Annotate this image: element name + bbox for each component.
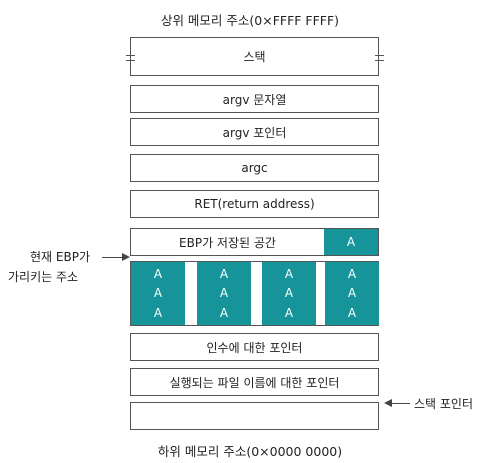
stack-label: 스택 [243, 50, 266, 64]
stack-pointer-label: 스택 포인터 [414, 397, 474, 411]
filename-pointer-label: 실행되는 파일 이름에 대한 포인터 [169, 375, 340, 390]
ebp-pointer-arrow-line [102, 257, 124, 258]
saved-ebp-label: EBP가 저장된 공간 [179, 235, 276, 250]
buffer-cell: A [219, 266, 229, 281]
return-address-label: RET(return address) [194, 197, 315, 211]
stack-right-tick [375, 55, 384, 61]
argv-string-label: argv 문자열 [222, 92, 287, 107]
stack-segment: 스택 [130, 37, 379, 76]
ebp-pointer-annotation: 현재 EBP가 가리키는 주소 [8, 247, 90, 287]
argc-label: argc [241, 161, 268, 175]
buffer-cell: A [347, 306, 357, 321]
bottom-empty-segment [130, 402, 379, 430]
argc-segment: argc [130, 154, 379, 182]
buffer-column: A A A [131, 262, 185, 325]
high-memory-address-label: 상위 메모리 주소(0×FFFF FFFF) [160, 13, 340, 28]
ebp-pointer-arrow-icon [122, 253, 130, 261]
saved-ebp-segment: EBP가 저장된 공간 A [130, 228, 379, 256]
filename-pointer-segment: 실행되는 파일 이름에 대한 포인터 [130, 368, 379, 396]
buffer-column: A A A [325, 262, 379, 325]
buffer-cell: A [153, 306, 163, 321]
saved-ebp-overwrite: A [324, 229, 378, 255]
args-pointer-segment: 인수에 대한 포인터 [130, 333, 379, 361]
buffer-column: A A A [197, 262, 251, 325]
stack-left-tick [126, 55, 135, 61]
return-address-segment: RET(return address) [130, 190, 379, 218]
args-pointer-label: 인수에 대한 포인터 [206, 340, 303, 355]
argv-pointer-label: argv 포인터 [222, 125, 287, 140]
ebp-pointer-line1: 현재 EBP가 [30, 250, 90, 264]
buffer-cell: A [153, 266, 163, 281]
stack-pointer-arrow-line [392, 403, 410, 404]
argv-pointer-segment: argv 포인터 [130, 118, 379, 146]
buffer-cell: A [219, 286, 229, 301]
buffer-cell: A [347, 266, 357, 281]
buffer-cell: A [347, 286, 357, 301]
buffer-segment: A A A A A A A A A A A A [130, 261, 379, 326]
argv-string-segment: argv 문자열 [130, 85, 379, 113]
stack-pointer-arrow-icon [384, 399, 392, 407]
ebp-pointer-line2: 가리키는 주소 [8, 270, 79, 284]
buffer-cell: A [284, 266, 294, 281]
buffer-cell: A [284, 306, 294, 321]
buffer-cell: A [284, 286, 294, 301]
low-memory-address-label: 하위 메모리 주소(0×0000 0000) [157, 444, 343, 459]
buffer-cell: A [153, 286, 163, 301]
buffer-column: A A A [262, 262, 316, 325]
buffer-cell: A [219, 306, 229, 321]
